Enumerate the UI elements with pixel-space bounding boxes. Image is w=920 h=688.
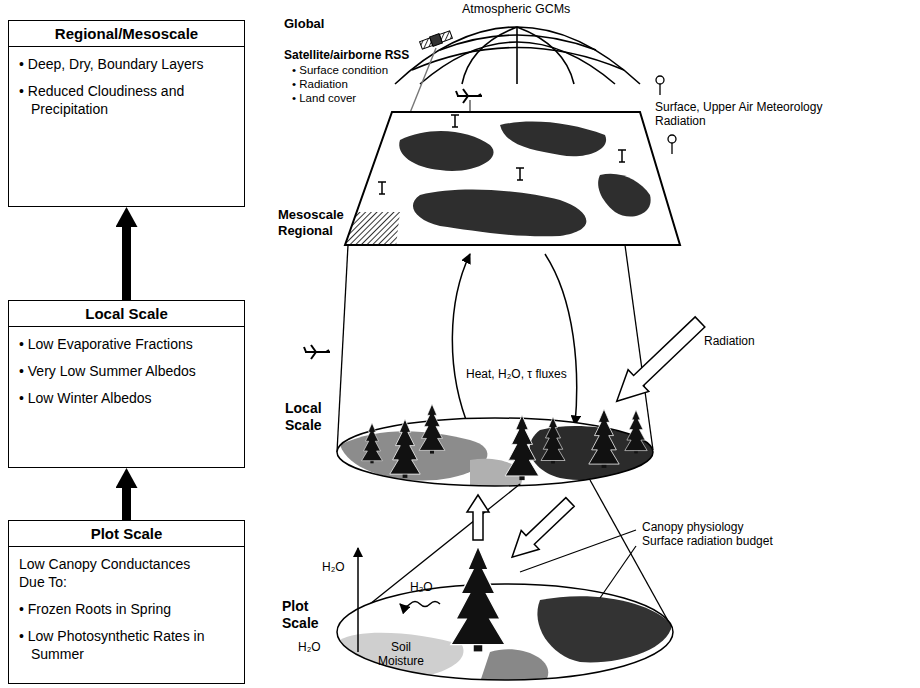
leader-line [600,546,636,598]
flux-tower [618,150,626,162]
illustration-label: • Surface condition [292,64,388,78]
satellite-symbol [419,30,452,50]
thick-arrow [122,227,131,300]
balloon-string [671,143,672,154]
globe-arc [462,27,517,84]
conifer-tree [390,419,420,478]
globe-arc [440,35,596,50]
tower-symbols [378,115,626,194]
leader-line [520,530,636,572]
illustration-label: Global [284,16,324,32]
land-patch [537,596,672,662]
flux-tower [451,115,459,127]
bullet-item: • Frozen Roots in Spring [19,600,234,618]
plot-ground-outline [337,584,673,680]
conifer-tree [505,415,539,480]
illustration-label: H₂O [322,560,345,574]
illustration-label: Surface, Upper Air Meteorology Radiation [655,100,840,129]
flux-arrow [545,254,577,425]
forest-patch [500,122,606,157]
radiation-arrow [503,493,579,567]
land-patch [480,649,548,682]
scale-cone-line [337,245,348,452]
globe-arc [395,27,640,84]
box-text: Low Canopy Conductances Due To: [19,555,204,591]
globe-arc [516,27,518,84]
illustration-label: Soil Moisture [372,640,430,669]
flux-tower [378,182,386,194]
regional-land-cover [340,122,651,246]
satellite-body [430,34,443,47]
regional-map-outline [345,112,680,245]
illustration-label: Heat, H₂O, τ fluxes [464,367,569,381]
transpiration-arrow [467,495,489,540]
globe-arc [517,27,574,84]
illustration-label: Atmospheric GCMs [462,2,570,17]
conifer-tree [589,409,619,468]
water-arrow [357,548,359,652]
conifer-tree [625,410,647,453]
satellite-footprint [340,212,400,246]
box-heading: Plot Scale [9,521,244,547]
conifer-trees [362,404,648,480]
box-body: Low Canopy Conductances Due To: • Frozen … [9,547,244,671]
illustration-label: Plot Scale [282,598,334,632]
forest-patch [413,190,586,237]
balloon [668,135,676,143]
illustration-label: H₂O [298,640,321,654]
water-arrow [400,602,440,607]
conifer-tree [362,423,383,463]
illustration-label: • Land cover [292,92,356,106]
conifer-tree [541,417,565,464]
balloon [656,76,664,84]
bullet-item: • Low Photosynthetic Rates in Summer [19,627,233,663]
bullet-item: • Reduced Cloudiness and Precipitation [19,82,234,118]
conifer-tree [451,546,505,651]
scale-box: Regional/Mesoscale• Deep, Dry, Boundary … [8,20,245,207]
airplane-symbol [304,345,330,359]
airplane-outline [304,345,330,359]
illustration-label: Mesoscale Regional [278,207,358,238]
scale-box: Local Scale• Low Evaporative Fractions• … [8,300,245,468]
scale-box: Plot ScaleLow Canopy Conductances Due To… [8,520,245,684]
box-body: • Deep, Dry, Boundary Layers • Reduced Cl… [9,47,244,126]
illustration-label: Radiation [704,334,755,348]
illustration-label: • Radiation [292,78,348,92]
radiation-arrow [606,311,710,412]
balloon-string [659,84,660,95]
box-body: • Low Evaporative Fractions • Very Low Su… [9,327,244,415]
plot-land-cover [340,596,672,682]
thick-arrow [122,488,131,520]
illustration-label: Local Scale [285,400,340,434]
globe-arc [412,48,624,71]
forest-patch [399,131,493,171]
box-heading: Regional/Mesoscale [9,21,244,47]
flux-arrow [452,254,470,430]
illustration-label: Canopy physiology Surface radiation budg… [642,520,780,549]
conifer-tree [419,404,445,454]
box-heading: Local Scale [9,301,244,327]
illustration-label: Satellite/airborne RSS [284,48,409,62]
bullet-item: • Very Low Summer Albedos [19,362,234,380]
bullet-item: • Low Evaporative Fractions [19,335,234,353]
forest-patch [598,174,651,217]
globe-arcs [395,27,640,84]
bullet-item: • Deep, Dry, Boundary Layers [19,55,234,73]
flux-tower [516,168,524,180]
bullet-item: • Low Winter Albedos [19,389,234,407]
illustration-label: H₂O [410,580,433,594]
